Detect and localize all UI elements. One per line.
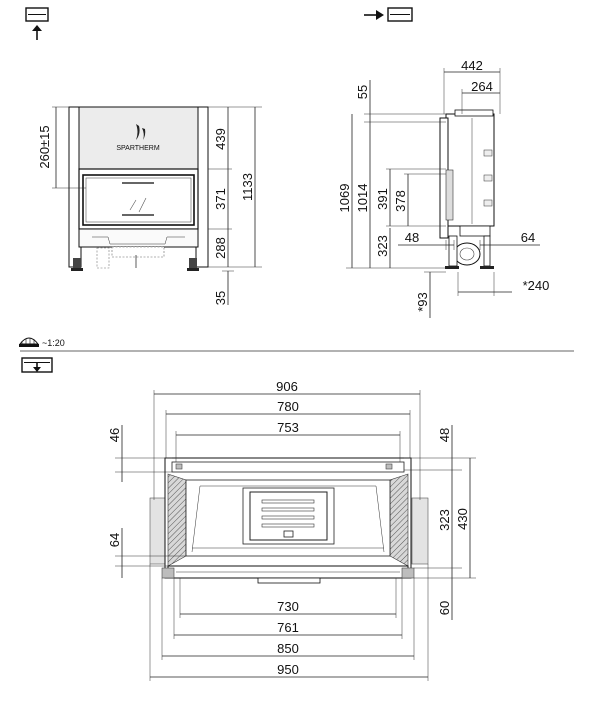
dim-foot: 35 [213,291,228,305]
scale-ruler-icon [18,337,40,347]
dim-w48: 48 [405,230,419,245]
dim-w780: 780 [277,399,299,414]
side-view: 442 264 55 1069 1014 391 378 323 48 64 [337,58,549,318]
dim-b93: *93 [415,292,430,312]
brand-label: SPARTHERM [116,145,159,152]
dim-h1: 1069 [337,184,352,213]
dim-w906: 906 [276,379,298,394]
dim-low-part: 288 [213,237,228,259]
front-view-icon [25,7,49,40]
dim-r430: 430 [455,508,470,530]
side-view-icon [364,7,413,22]
dim-r48: 48 [437,428,452,442]
dim-b950: 950 [277,662,299,677]
dim-b761: 761 [277,620,299,635]
dim-top-part: 439 [213,128,228,150]
dim-h2: 1014 [355,184,370,213]
top-view: 906 780 753 46 64 48 323 430 60 [107,379,476,681]
dim-inner: 264 [471,79,493,94]
dim-b240: *240 [523,278,550,293]
dim-h5: 323 [375,235,390,257]
brand-logo-icon [136,124,140,140]
dim-r323: 323 [437,509,452,531]
dim-l46: 46 [107,428,122,442]
dim-w753: 753 [277,420,299,435]
dim-total-height: 1133 [240,173,255,201]
scale-label: ~1:20 [42,338,65,348]
dim-r60: 60 [437,601,452,615]
dim-mid-part: 371 [213,188,228,210]
dim-h4: 378 [393,190,408,212]
dim-l64: 64 [107,533,122,547]
dim-h3: 391 [375,188,390,210]
front-view: SPARTHERM 260±15 439 371 [37,106,262,305]
dim-b850: 850 [277,641,299,656]
dim-b730: 730 [277,599,299,614]
dim-top-gap: 55 [355,85,370,99]
dim-depth: 442 [461,58,483,73]
dim-w64: 64 [521,230,535,245]
dim-hood: 260±15 [37,125,52,168]
top-view-icon [21,357,53,373]
